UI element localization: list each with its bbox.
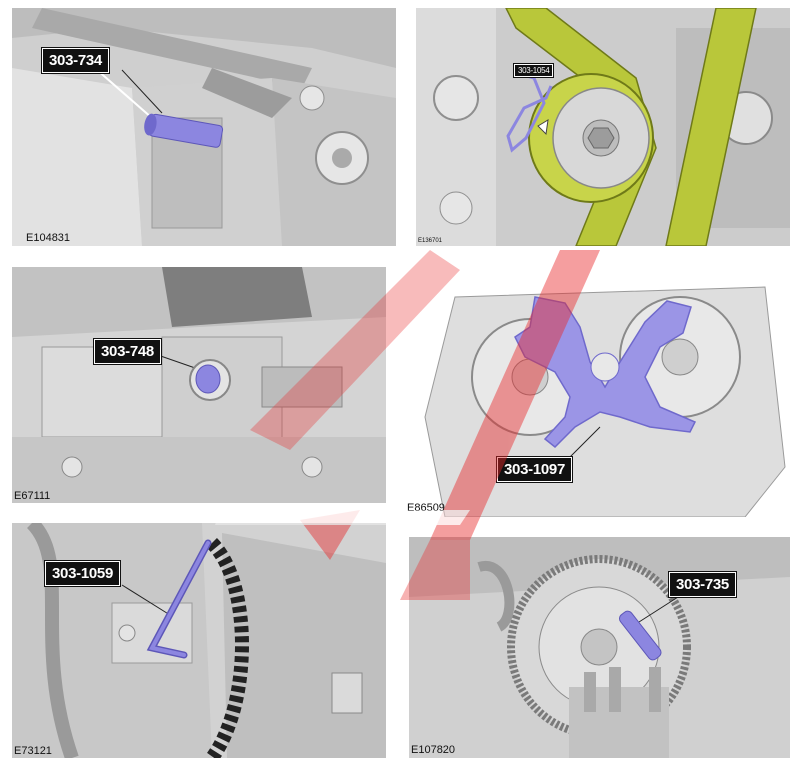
panel-303-1059: 303-1059 E73121 <box>12 523 386 758</box>
panel-303-735: 303-735 E107820 <box>409 537 790 758</box>
callout-label: 303-734 <box>42 48 109 73</box>
tool-wire-303-1054 <box>506 71 553 153</box>
panel-303-1054: 303-1054 E136701 <box>416 8 790 246</box>
tool-rod-303-1059 <box>121 539 212 659</box>
tool-plate-303-1097 <box>514 296 697 463</box>
figure-id: E107820 <box>411 744 456 756</box>
tool-pin-303-734 <box>121 69 224 148</box>
figure-id: E136701 <box>418 238 443 244</box>
panel-303-734: 303-734 E104831 <box>12 8 396 246</box>
figure-id: E86509 <box>407 502 445 514</box>
figure-id: E67111 <box>14 490 51 502</box>
tool-pin-303-748 <box>151 352 231 401</box>
belt-tensioner <box>528 73 654 203</box>
figure-id: E73121 <box>14 745 52 757</box>
callout-label: 303-735 <box>669 572 736 597</box>
callout-label: 303-1097 <box>497 457 572 482</box>
tool-pin-303-735 <box>619 589 690 661</box>
callout-label: 303-1054 <box>514 64 554 77</box>
callout-label: 303-748 <box>94 339 161 364</box>
panel-303-1097: 303-1097 E86509 <box>405 267 790 517</box>
callout-label: 303-1059 <box>45 561 120 586</box>
figure-id: E104831 <box>26 232 71 244</box>
panel-303-748: 303-748 E67111 <box>12 267 386 503</box>
